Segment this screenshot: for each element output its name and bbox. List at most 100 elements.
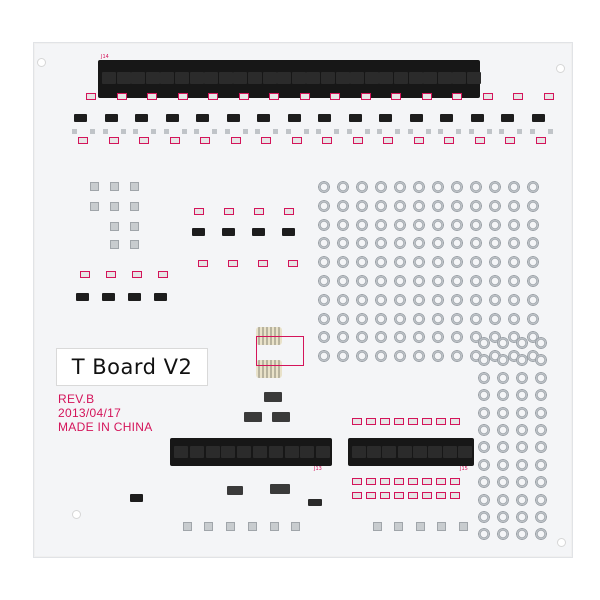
pad xyxy=(163,129,169,134)
resistor xyxy=(505,137,515,144)
resistor-r1 xyxy=(308,499,322,506)
pad xyxy=(407,129,413,134)
proto-ring xyxy=(535,511,547,523)
pad xyxy=(316,129,321,134)
resistor xyxy=(169,137,180,144)
pad xyxy=(255,129,260,134)
proto-ring xyxy=(337,256,349,269)
ic-outline xyxy=(256,336,304,366)
proto-ring xyxy=(337,218,349,231)
proto-ring xyxy=(432,181,444,193)
proto-ring xyxy=(451,275,463,287)
proto-ring xyxy=(478,371,490,384)
proto-ring xyxy=(432,331,444,344)
resistor xyxy=(366,492,376,499)
pad-square xyxy=(90,202,99,211)
proto-ring xyxy=(478,528,490,541)
resistor xyxy=(474,137,485,144)
proto-ring xyxy=(470,293,482,306)
resistor xyxy=(444,137,454,144)
pad xyxy=(425,129,431,134)
proto-ring xyxy=(478,493,490,506)
proto-ring xyxy=(508,293,520,306)
proto-ring xyxy=(535,337,547,349)
resistor xyxy=(450,492,460,499)
header-pin xyxy=(253,446,267,458)
header-pin xyxy=(262,72,277,84)
proto-ring xyxy=(413,237,425,250)
proto-ring xyxy=(516,337,528,349)
connector-label-j14: J14 xyxy=(101,54,109,60)
proto-ring xyxy=(470,312,482,325)
resistor xyxy=(543,93,554,100)
proto-ring xyxy=(508,237,520,250)
proto-ring xyxy=(432,312,444,325)
proto-ring xyxy=(516,424,528,436)
resistor xyxy=(230,137,241,144)
led xyxy=(408,418,418,425)
header-pin xyxy=(204,72,219,84)
transistor xyxy=(165,114,179,122)
mount-hole xyxy=(557,538,566,547)
pad xyxy=(120,129,126,134)
proto-ring xyxy=(318,293,330,306)
proto-ring xyxy=(497,406,509,419)
proto-ring xyxy=(497,476,509,489)
resistor xyxy=(86,93,96,100)
header-pin xyxy=(218,72,233,84)
proto-ring xyxy=(535,458,547,471)
resistor xyxy=(366,478,376,485)
resistor xyxy=(535,137,546,144)
transistor xyxy=(226,114,240,122)
led xyxy=(394,418,404,425)
pad-square xyxy=(110,182,119,191)
proto-ring xyxy=(413,350,425,363)
header-pin xyxy=(237,446,252,458)
proto-ring xyxy=(508,256,520,269)
pad xyxy=(285,129,291,134)
proto-ring xyxy=(497,441,509,454)
proto-ring xyxy=(527,218,539,231)
pad xyxy=(346,129,352,134)
transistor xyxy=(222,228,235,236)
proto-ring xyxy=(451,293,463,306)
connector-label-j13: J13 xyxy=(314,466,322,472)
led xyxy=(450,418,460,425)
proto-ring xyxy=(413,181,425,193)
proto-ring xyxy=(516,371,528,384)
header-pin xyxy=(306,72,321,84)
pad-square xyxy=(110,240,119,249)
pad-square xyxy=(130,222,139,231)
proto-ring xyxy=(356,293,368,306)
pad-square xyxy=(248,522,257,531)
proto-ring xyxy=(470,237,482,250)
pad-square xyxy=(437,522,446,531)
proto-ring xyxy=(337,331,349,344)
resistor xyxy=(352,492,362,499)
proto-ring xyxy=(394,181,406,193)
proto-ring xyxy=(413,312,425,325)
revision-code: REV.B xyxy=(58,392,95,406)
proto-ring xyxy=(318,331,330,344)
pad xyxy=(486,129,492,134)
pad-square xyxy=(90,182,99,191)
proto-ring xyxy=(375,218,387,231)
pad xyxy=(517,129,522,134)
proto-ring xyxy=(337,181,349,193)
proto-ring xyxy=(516,476,528,489)
proto-ring xyxy=(337,237,349,250)
board-title-label: T Board V2 xyxy=(56,348,208,386)
pad xyxy=(224,129,230,134)
pad-square xyxy=(270,522,279,531)
proto-ring xyxy=(470,199,482,212)
header-pin xyxy=(428,446,442,458)
proto-ring xyxy=(489,275,501,287)
header-pin xyxy=(458,446,473,458)
resistor xyxy=(139,137,149,144)
proto-ring xyxy=(497,354,509,367)
proto-ring xyxy=(478,511,490,523)
proto-ring xyxy=(508,181,520,193)
proto-ring xyxy=(318,218,330,231)
header-pin xyxy=(321,72,335,84)
proto-ring xyxy=(337,199,349,212)
